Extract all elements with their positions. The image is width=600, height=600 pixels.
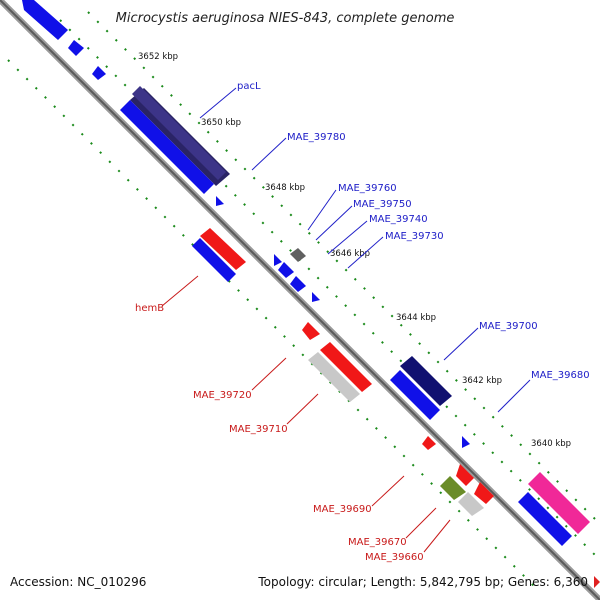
cds-red-hemB[interactable] [200,228,246,270]
leader-line [371,475,405,507]
leader-line [327,220,368,255]
gene-label-mae-39680[interactable]: MAE_39680 [531,370,590,381]
leader-line [497,379,531,413]
gene-label-mae-39700[interactable]: MAE_39700 [479,321,538,332]
leader-line [315,205,353,241]
scale-label: 3650 kbp [201,118,241,128]
gene-pacL-feature[interactable] [130,86,230,186]
scale-label: 3652 kbp [138,52,178,62]
cds-pink[interactable] [528,472,590,534]
forward-strand-genes [130,86,230,186]
cds-blue-arrow-1[interactable] [216,196,224,206]
map-title: Microcystis aeruginosa NIES-843, complet… [116,11,455,26]
gridline-lower-1 [7,59,541,593]
cds-red-long[interactable] [320,342,372,392]
leader-line [251,357,287,391]
scale-label: 3646 kbp [330,249,370,259]
leader-line [307,189,337,231]
cds-blue-small-3[interactable] [274,254,282,266]
pacL-body [132,86,226,180]
gene-label-mae-39710[interactable]: MAE_39710 [229,424,288,435]
cds-blue-long-3[interactable] [518,492,572,546]
gene-label-mae-39690[interactable]: MAE_39690 [313,504,372,515]
cds-red-small-2[interactable] [422,436,436,450]
leader-line [405,507,437,539]
gene-label-mae-39760[interactable]: MAE_39760 [338,183,397,194]
cds-lightgrey-small[interactable] [458,492,484,516]
reverse-labels: hemB MAE_39720 MAE_39710 MAE_39690 MAE_3… [135,275,451,563]
cds-blue-hemB-pair[interactable] [192,238,236,282]
cds-lightgrey-long[interactable] [308,352,360,402]
scroll-arrow-icon[interactable] [594,576,600,588]
cds-blue-small-5[interactable] [290,276,306,292]
cds-olive[interactable] [440,476,466,500]
gridline-upper-1 [87,11,599,523]
gene-label-hemB[interactable]: hemB [135,303,164,314]
gene-label-mae-39730[interactable]: MAE_39730 [385,231,444,242]
cds-grey[interactable] [290,248,306,262]
cds-blue-top[interactable] [22,0,68,40]
scale-labels: 3652 kbp 3650 kbp 3648 kbp 3646 kbp 3644… [138,52,571,449]
gene-label-mae-39670[interactable]: MAE_39670 [348,537,407,548]
leader-line [443,327,479,361]
accession-text: Accession: NC_010296 [10,575,146,589]
leader-line [161,275,199,307]
forward-cds-blue [22,0,572,546]
gene-label-mae-39740[interactable]: MAE_39740 [369,214,428,225]
cds-navy[interactable] [400,356,452,406]
gene-label-mae-39780[interactable]: MAE_39780 [287,132,346,143]
leader-line [199,87,237,119]
leader-line [286,393,319,425]
cds-red-small-4[interactable] [474,482,494,504]
cds-red-small-3[interactable] [456,464,474,486]
cds-blue-long-2[interactable] [390,370,440,420]
scale-label: 3640 kbp [531,439,571,449]
scale-label: 3648 kbp [265,183,305,193]
cds-blue-small-4[interactable] [278,262,294,278]
gene-label-mae-39720[interactable]: MAE_39720 [193,390,252,401]
cds-blue-large[interactable] [120,100,214,194]
leader-line [251,137,287,171]
leader-line [423,519,451,553]
cds-red-small-1[interactable] [302,322,320,340]
cds-blue-arrow-2[interactable] [312,292,320,302]
reverse-strand-genes [192,228,494,516]
cds-blue-arrow-3[interactable] [462,436,470,448]
forward-cds-other [290,248,590,534]
genome-stats-text: Topology: circular; Length: 5,842,795 bp… [257,575,588,589]
gene-label-mae-39750[interactable]: MAE_39750 [353,199,412,210]
gene-label-pacL[interactable]: pacL [237,81,261,92]
forward-labels: pacL MAE_39780 MAE_39760 MAE_39750 MAE_3… [199,81,590,413]
scale-label: 3642 kbp [462,376,502,386]
cds-blue-small-1[interactable] [68,40,84,56]
cds-blue-small-2[interactable] [92,66,106,80]
gene-label-mae-39660[interactable]: MAE_39660 [365,552,424,563]
leader-line [347,236,384,269]
scale-label: 3644 kbp [396,313,436,323]
